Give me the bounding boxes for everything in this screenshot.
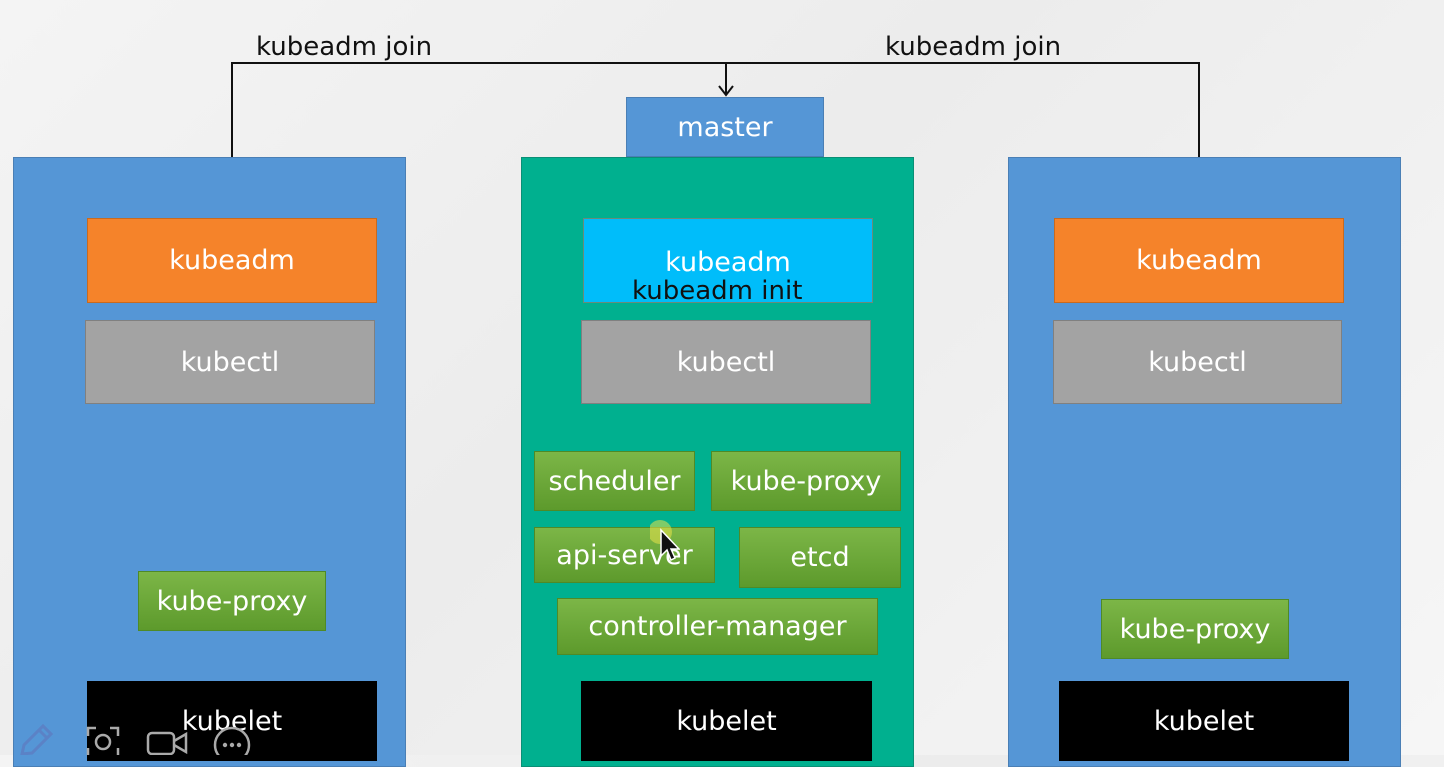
left-join-connector [231, 62, 1200, 218]
left-kubelet-box: kubelet [87, 681, 377, 761]
master-kubeadm-box: kubeadm [583, 218, 873, 303]
master-arrow-head [718, 85, 734, 97]
master-kubeadm-label: kubeadm [665, 246, 791, 278]
master-tab: master [626, 97, 824, 157]
controller-manager-box: controller-manager [557, 598, 878, 655]
screenshot-icon[interactable] [86, 726, 120, 755]
master-kubelet-box: kubelet [581, 681, 872, 761]
left-kubectl-box: kubectl [85, 320, 375, 404]
scheduler-box: scheduler [534, 451, 695, 511]
master-kubectl-box: kubectl [581, 320, 871, 404]
pen-icon[interactable] [16, 724, 56, 755]
kubeadm-init-label: kubeadm init [632, 276, 803, 306]
api-server-box: api-server [534, 527, 715, 583]
right-kubeadm-box: kubeadm [1054, 218, 1344, 303]
mouse-cursor [650, 520, 680, 562]
right-kubelet-box: kubelet [1059, 681, 1349, 761]
join-label-left: kubeadm join [256, 32, 433, 62]
master-kube-proxy-box: kube-proxy [711, 451, 901, 511]
right-kubectl-box: kubectl [1053, 320, 1342, 404]
join-label-right: kubeadm join [885, 32, 1062, 62]
left-kubeadm-box: kubeadm [87, 218, 377, 303]
etcd-box: etcd [739, 527, 901, 588]
video-camera-icon[interactable] [146, 730, 188, 755]
more-options-icon[interactable] [212, 725, 252, 755]
left-kube-proxy-box: kube-proxy [138, 571, 326, 631]
right-kube-proxy-box: kube-proxy [1101, 599, 1289, 659]
